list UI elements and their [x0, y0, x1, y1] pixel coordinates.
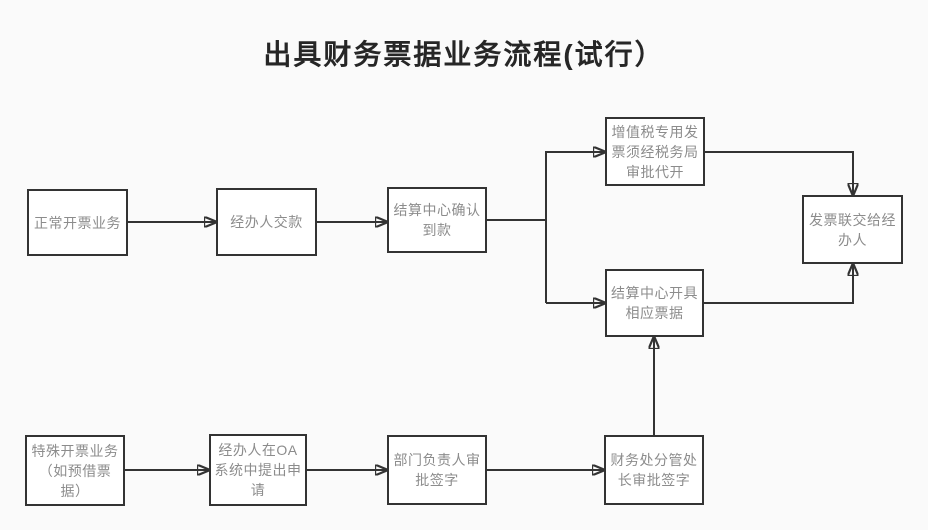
node-handler-pays: 经办人交款: [216, 188, 317, 256]
node-invoice-copy-to-handler: 发票联交给经 办人: [802, 195, 903, 264]
node-finance-deputy-director-sign-label: 财务处分管处 长审批签字: [610, 452, 698, 488]
connector-issue-to-invoice-copy: [704, 264, 853, 304]
node-settlement-center-confirm: 结算中心确认 到款: [387, 187, 487, 253]
connector-vat-to-invoice-copy: [705, 151, 853, 195]
node-oa-application: 经办人在OA 系统中提出申 请: [209, 434, 307, 506]
node-dept-head-approve-sign-label: 部门负责人审 批签字: [393, 452, 481, 488]
node-settlement-center-issue: 结算中心开具 相应票据: [605, 269, 704, 337]
node-settlement-center-issue-label: 结算中心开具 相应票据: [611, 285, 698, 321]
node-special-invoicing-label: 特殊开票业务 （如预借票 据）: [31, 442, 119, 499]
node-oa-application-label: 经办人在OA 系统中提出申 请: [214, 442, 302, 498]
node-finance-deputy-director-sign: 财务处分管处 长审批签字: [604, 435, 704, 505]
node-normal-invoicing: 正常开票业务: [27, 189, 128, 256]
node-invoice-copy-to-handler-label: 发票联交给经 办人: [809, 211, 896, 248]
node-special-invoicing: 特殊开票业务 （如预借票 据）: [25, 435, 125, 506]
node-normal-invoicing-label: 正常开票业务: [34, 214, 121, 231]
node-settlement-center-confirm-label: 结算中心确认 到款: [393, 202, 481, 238]
node-handler-pays-label: 经办人交款: [230, 214, 303, 230]
node-vat-tax-bureau-approval-label: 增值税专用发 票须经税务局 审批代开: [611, 123, 699, 180]
node-dept-head-approve-sign: 部门负责人审 批签字: [387, 435, 487, 505]
connector-branch-to-vat: [545, 152, 605, 303]
page-title: 出具财务票据业务流程(试行）: [263, 39, 665, 70]
node-vat-tax-bureau-approval: 增值税专用发 票须经税务局 审批代开: [605, 117, 705, 186]
